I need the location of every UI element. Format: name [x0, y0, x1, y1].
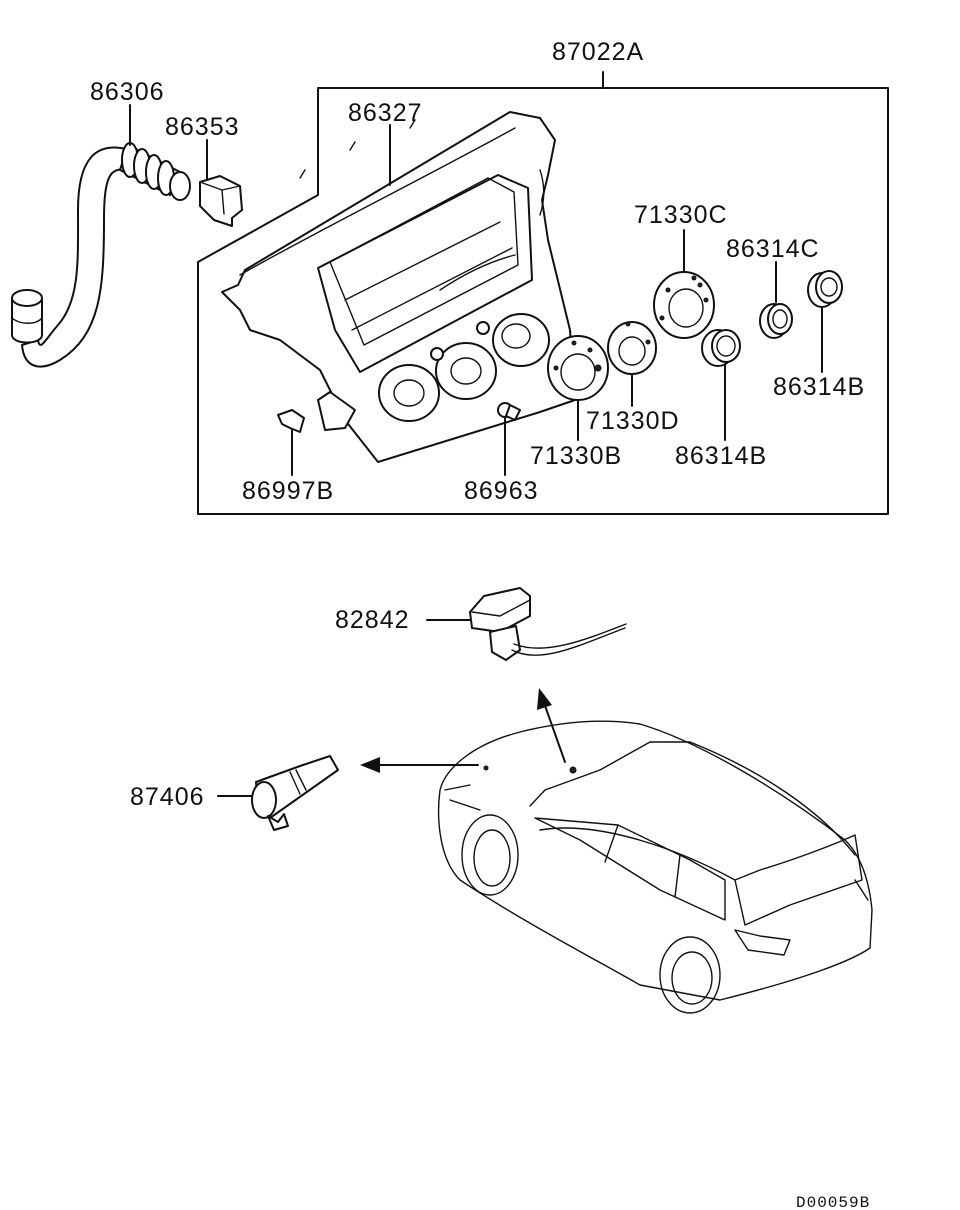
knob-86314B-lower	[701, 329, 741, 367]
label-71330D: 71330D	[586, 407, 680, 435]
label-82842: 82842	[335, 606, 410, 634]
label-86327: 86327	[348, 99, 423, 127]
knob-ring-71330C	[653, 271, 715, 339]
connector-86353	[199, 175, 243, 227]
label-86314C: 86314C	[726, 235, 820, 263]
part-labels: 87022A 86306 86353 86327 71330C 86314C 8…	[90, 38, 870, 1210]
diagram-code: D00059B	[796, 1194, 870, 1210]
arrows	[360, 688, 566, 773]
label-86314B-upper: 86314B	[773, 373, 865, 401]
bezel-panel-86327	[221, 111, 576, 463]
label-86997B: 86997B	[242, 477, 334, 505]
car-outline	[437, 720, 873, 1014]
knob-ring-71330B	[547, 335, 609, 401]
assembly-frame-87022A	[197, 71, 889, 515]
label-87022A: 87022A	[552, 38, 644, 66]
leader-lines	[129, 104, 823, 797]
label-86963: 86963	[464, 477, 539, 505]
label-86314B-lower: 86314B	[675, 442, 767, 470]
bulb-86963	[497, 402, 521, 421]
knob-86314C	[759, 303, 793, 339]
label-86306: 86306	[90, 78, 165, 106]
sensor-82842	[469, 587, 627, 661]
label-87406: 87406	[130, 783, 205, 811]
clip-86997B	[277, 409, 305, 433]
label-71330C: 71330C	[634, 201, 728, 229]
hose-86306	[11, 142, 191, 368]
label-86353: 86353	[165, 113, 240, 141]
knob-ring-71330D	[607, 321, 657, 375]
label-71330B: 71330B	[530, 442, 622, 470]
knob-86314B-upper	[807, 270, 843, 308]
sensor-87406	[251, 755, 339, 831]
